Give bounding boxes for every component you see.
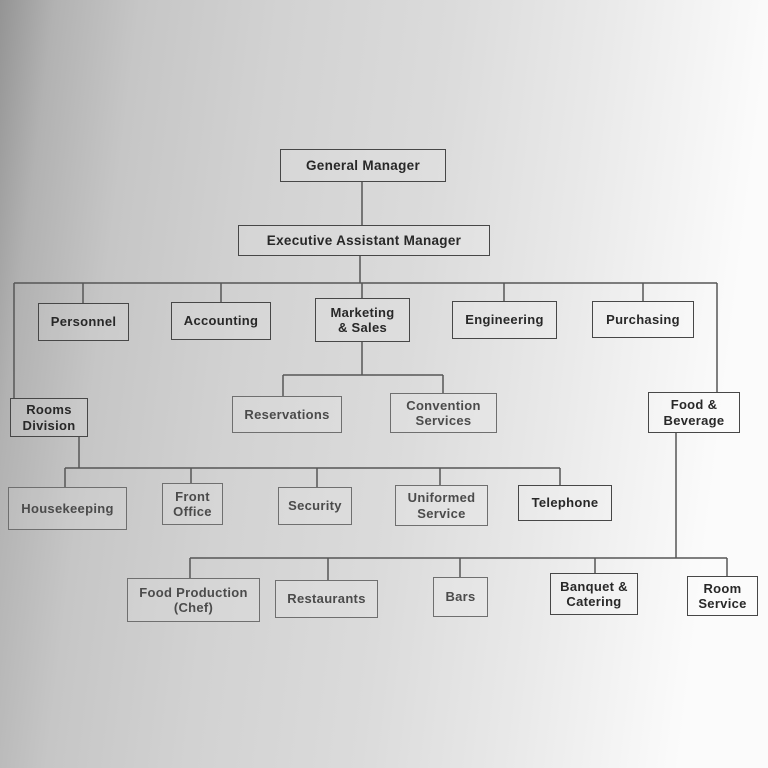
node-purchasing: Purchasing	[592, 301, 694, 338]
node-banquet-catering: Banquet & Catering	[550, 573, 638, 615]
node-engineering: Engineering	[452, 301, 557, 339]
node-telephone: Telephone	[518, 485, 612, 521]
node-convention-services: Convention Services	[390, 393, 497, 433]
node-rooms-division: Rooms Division	[10, 398, 88, 437]
node-marketing-sales: Marketing & Sales	[315, 298, 410, 342]
node-accounting: Accounting	[171, 302, 271, 340]
node-food-production: Food Production (Chef)	[127, 578, 260, 622]
node-security: Security	[278, 487, 352, 525]
node-bars: Bars	[433, 577, 488, 617]
node-room-service: Room Service	[687, 576, 758, 616]
node-uniformed-service: Uniformed Service	[395, 485, 488, 526]
node-food-beverage: Food & Beverage	[648, 392, 740, 433]
node-executive-assistant-manager: Executive Assistant Manager	[238, 225, 490, 256]
node-restaurants: Restaurants	[275, 580, 378, 618]
node-front-office: Front Office	[162, 483, 223, 525]
node-reservations: Reservations	[232, 396, 342, 433]
node-general-manager: General Manager	[280, 149, 446, 182]
node-housekeeping: Housekeeping	[8, 487, 127, 530]
node-personnel: Personnel	[38, 303, 129, 341]
